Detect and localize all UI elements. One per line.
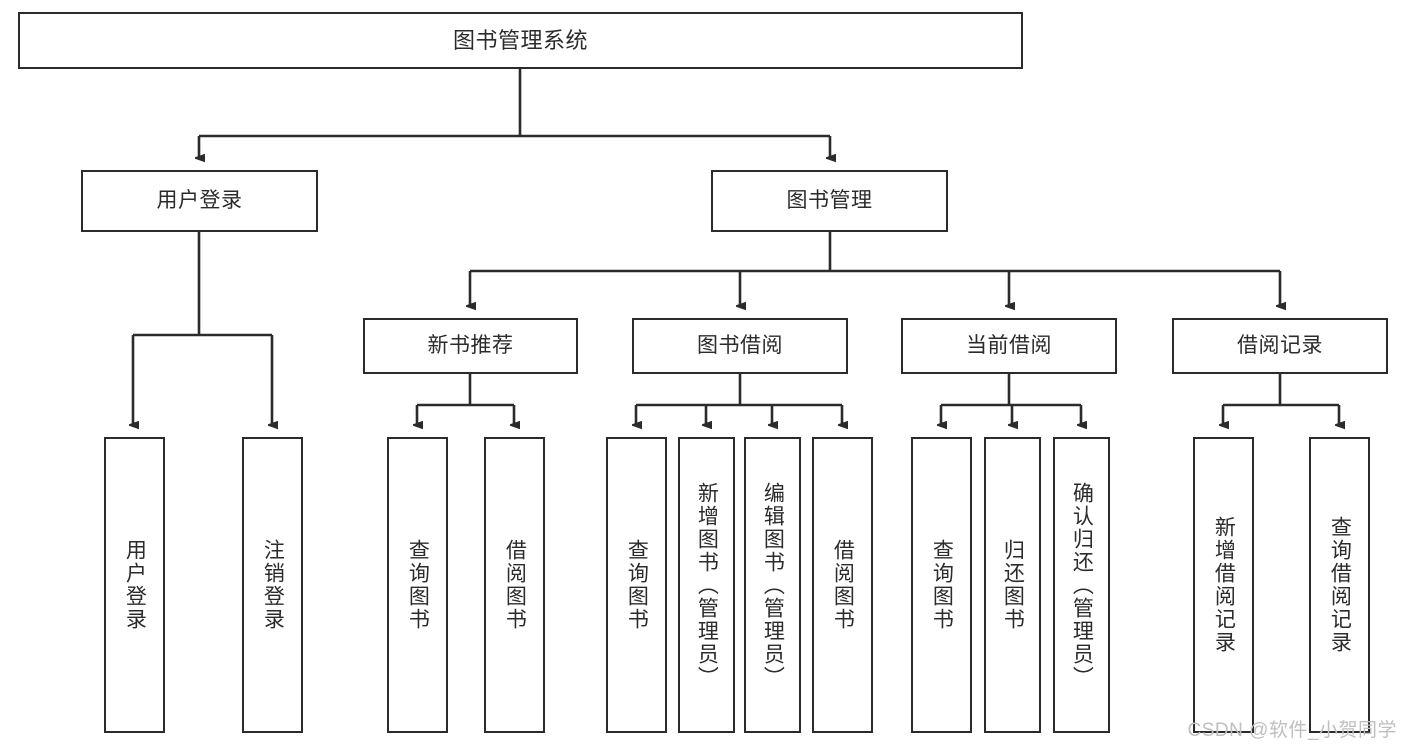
leaf-node[interactable]: 查询图书 <box>911 437 972 733</box>
leaf-node-label: 新增图书（管理员） <box>695 481 719 689</box>
leaf-node-label: 注销登录 <box>261 539 285 631</box>
node-current-borrow-label: 当前借阅 <box>966 333 1052 357</box>
watermark: CSDN @软件_小贺同学 <box>1187 720 1397 741</box>
leaf-node[interactable]: 借阅图书 <box>484 437 545 733</box>
node-user-login-label: 用户登录 <box>156 188 243 212</box>
leaf-node-label: 新增借阅记录 <box>1212 516 1236 654</box>
leaf-node-label: 查询图书 <box>930 539 954 631</box>
leaf-node[interactable]: 借阅图书 <box>812 437 873 733</box>
node-book-management[interactable]: 图书管理 <box>711 170 948 232</box>
leaf-node[interactable]: 新增图书（管理员） <box>678 437 735 733</box>
leaf-node-label: 查询图书 <box>406 539 430 631</box>
leaf-node[interactable]: 注销登录 <box>242 437 303 733</box>
leaf-node[interactable]: 查询借阅记录 <box>1309 437 1370 733</box>
node-new-book-recommend-label: 新书推荐 <box>427 333 514 357</box>
leaf-node-label: 编辑图书（管理员） <box>761 481 785 689</box>
node-book-borrow-label: 图书借阅 <box>697 333 783 357</box>
node-borrow-records[interactable]: 借阅记录 <box>1172 318 1388 374</box>
node-new-book-recommend[interactable]: 新书推荐 <box>363 318 578 374</box>
node-current-borrow[interactable]: 当前借阅 <box>901 318 1117 374</box>
leaf-node[interactable]: 查询图书 <box>606 437 667 733</box>
leaf-node[interactable]: 查询图书 <box>387 437 448 733</box>
node-root[interactable]: 图书管理系统 <box>18 12 1023 69</box>
leaf-node-label: 查询图书 <box>625 539 649 631</box>
leaf-node[interactable]: 用户登录 <box>104 437 165 733</box>
leaf-node[interactable]: 确认归还（管理员） <box>1053 437 1110 733</box>
leaf-node-label: 用户登录 <box>123 539 147 631</box>
leaf-node-label: 借阅图书 <box>831 539 855 631</box>
node-book-management-label: 图书管理 <box>786 188 873 212</box>
leaf-node-label: 查询借阅记录 <box>1328 516 1352 654</box>
node-borrow-records-label: 借阅记录 <box>1237 333 1323 357</box>
leaf-node[interactable]: 归还图书 <box>984 437 1041 733</box>
leaf-node[interactable]: 编辑图书（管理员） <box>744 437 801 733</box>
node-root-label: 图书管理系统 <box>452 27 588 53</box>
node-book-borrow[interactable]: 图书借阅 <box>632 318 848 374</box>
leaf-node-label: 归还图书 <box>1001 539 1025 631</box>
leaf-node-label: 确认归还（管理员） <box>1070 481 1094 689</box>
node-user-login[interactable]: 用户登录 <box>81 170 318 232</box>
leaf-node-label: 借阅图书 <box>503 539 527 631</box>
leaf-node[interactable]: 新增借阅记录 <box>1193 437 1254 733</box>
